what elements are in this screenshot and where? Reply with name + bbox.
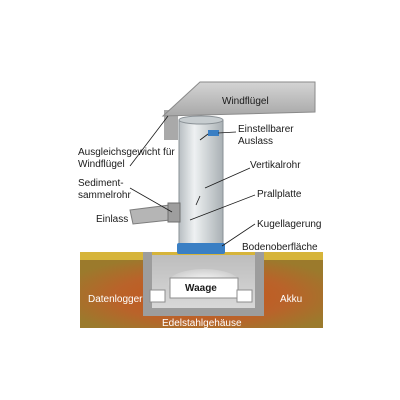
leader-sediment bbox=[129, 187, 173, 213]
ball-bearing bbox=[177, 243, 225, 254]
flow-arrow-1 bbox=[199, 133, 209, 141]
label-bodenoberflaeche: Bodenoberfläche bbox=[242, 242, 318, 253]
label-einlass: Einlass bbox=[96, 214, 128, 225]
flow-arrow-2 bbox=[195, 195, 201, 206]
leader-einstellbarer bbox=[217, 131, 237, 134]
housing-shell bbox=[143, 252, 264, 316]
label-waage: Waage bbox=[185, 283, 217, 294]
label-edelstahlgehaeuse: Edelstahlgehäuse bbox=[162, 318, 242, 329]
outlet-marker bbox=[208, 130, 219, 136]
label-sediment-1: Sediment- bbox=[78, 178, 124, 189]
leader-kugellagerung bbox=[221, 223, 256, 247]
leader-vertikalrohr bbox=[204, 167, 251, 189]
leader-ausgleich bbox=[129, 115, 169, 167]
vertical-tube bbox=[178, 119, 224, 249]
label-akku: Akku bbox=[280, 294, 302, 305]
leader-prallplatte bbox=[189, 194, 256, 221]
label-ausgleich-1: Ausgleichsgewicht für bbox=[78, 147, 175, 158]
label-ausgleich-2: Windflügel bbox=[78, 159, 125, 170]
label-prallplatte: Prallplatte bbox=[257, 189, 302, 200]
wind-vane bbox=[161, 81, 316, 117]
vane-stem bbox=[164, 110, 178, 140]
scale-body bbox=[169, 277, 239, 299]
label-vertikalrohr: Vertikalrohr bbox=[250, 160, 301, 171]
left-box bbox=[149, 289, 166, 303]
tube-top-rim bbox=[178, 115, 224, 125]
label-sediment-2: sammelrohr bbox=[78, 190, 131, 201]
label-kugellagerung: Kugellagerung bbox=[257, 219, 322, 230]
label-datenlogger: Datenlogger bbox=[88, 294, 143, 305]
right-box bbox=[236, 289, 253, 303]
inlet-flange bbox=[167, 202, 181, 223]
label-einstellbarer-2: Auslass bbox=[238, 136, 273, 147]
label-windfluegel: Windflügel bbox=[222, 96, 269, 107]
label-einstellbarer-1: Einstellbarer bbox=[238, 124, 294, 135]
